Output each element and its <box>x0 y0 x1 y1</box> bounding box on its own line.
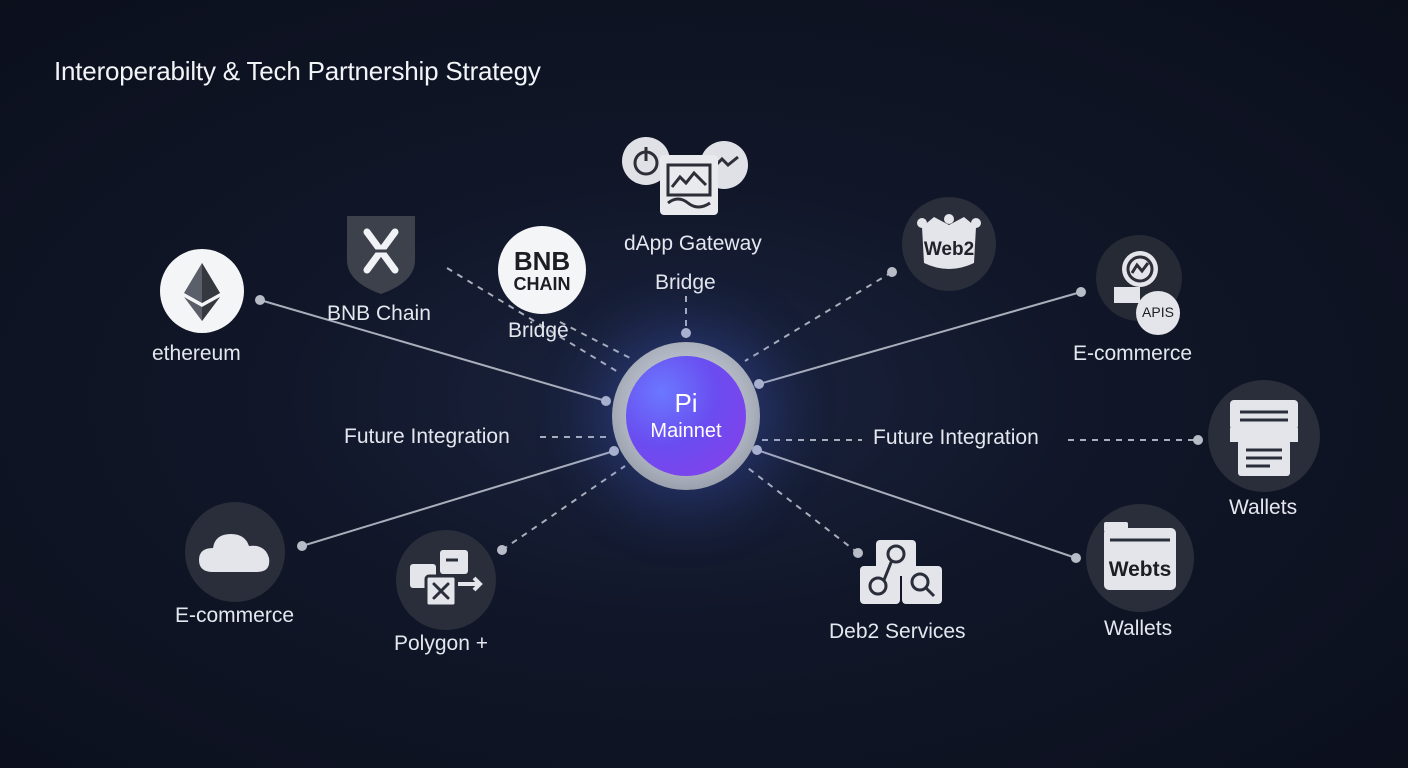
cloud-icon <box>199 534 270 572</box>
label-dapp-gateway: dApp Gateway <box>624 232 762 255</box>
link-ecommerce-right <box>758 291 1082 385</box>
node-web2[interactable]: Web2 <box>902 197 996 291</box>
webts-browser-icon <box>1104 522 1176 590</box>
node-polygon[interactable] <box>396 530 496 630</box>
label-ecommerce-left: E-commerce <box>175 604 295 627</box>
link-polygon <box>501 465 626 551</box>
node-dot-ecommerce-right <box>1076 287 1086 297</box>
link-wallets-bottom <box>756 449 1077 559</box>
link-deb2 <box>743 464 859 554</box>
label-wallets-bottom: Wallets <box>1104 617 1173 640</box>
hub-label: Mainnet <box>650 420 722 442</box>
dapp-gateway-icon[interactable] <box>620 135 750 217</box>
node-dot-ethereum-hub <box>601 396 611 406</box>
node-bnb-bridge[interactable]: BNB CHAIN <box>498 226 586 314</box>
node-dot-web2 <box>887 267 897 277</box>
web2-crown-icon <box>917 214 981 269</box>
label-bnb-chain: BNB Chain <box>327 302 431 325</box>
hub-core: Pi Mainnet <box>626 356 746 476</box>
label-polygon: Polygon + <box>394 632 488 655</box>
node-dot-deb2 <box>853 548 863 558</box>
node-dot-wallets-bottom-hub <box>752 445 762 455</box>
node-dot-ecommerce-right-hub <box>754 379 764 389</box>
label-bnb-bridge: Bridge <box>508 319 569 342</box>
arrow-box-icon <box>410 550 483 608</box>
link-web2 <box>744 271 893 362</box>
apis-badge: APIS <box>1136 291 1180 335</box>
ethereum-diamond-icon <box>184 263 220 321</box>
link-bnb-bridge <box>559 321 631 359</box>
page-title: Interoperabilty & Tech Partnership Strat… <box>54 56 541 86</box>
node-dot-polygon <box>497 545 507 555</box>
pi-mainnet-hub[interactable]: Pi Mainnet <box>612 342 760 490</box>
link-bnb-chain <box>446 267 619 373</box>
node-wallets-right[interactable] <box>1208 380 1320 492</box>
bnb-chain-logo: BNB CHAIN <box>498 248 586 294</box>
bnb-logo-line1: BNB <box>513 246 571 276</box>
link-ethereum <box>259 299 607 402</box>
label-deb2-services: Deb2 Services <box>829 620 966 643</box>
bnb-logo-line2: CHAIN <box>513 274 571 294</box>
document-stack-icon <box>1230 400 1298 476</box>
label-future-right: Future Integration <box>873 426 1039 449</box>
node-ecommerce-left[interactable] <box>185 502 285 602</box>
label-future-left: Future Integration <box>344 425 510 448</box>
webts-icon-text: Webts <box>1108 558 1172 581</box>
label-wallets-right: Wallets <box>1229 496 1298 519</box>
label-dapp-bridge: Bridge <box>655 271 716 294</box>
node-dot-future-right <box>1193 435 1203 445</box>
node-dot-dapp <box>681 328 691 338</box>
hub-symbol: Pi <box>674 388 698 418</box>
node-dot-ethereum <box>255 295 265 305</box>
apis-chart-icon <box>1114 251 1158 303</box>
link-ecommerce-left <box>301 450 615 547</box>
node-ethereum[interactable] <box>160 249 244 333</box>
node-dot-wallets-bottom <box>1071 553 1081 563</box>
apis-icon-text: APIS <box>1142 304 1174 320</box>
label-ecommerce-right: E-commerce <box>1073 342 1193 365</box>
node-dot-ecommerce-left <box>297 541 307 551</box>
web2-icon-text: Web2 <box>923 239 975 260</box>
search-link-icon[interactable] <box>856 534 946 610</box>
node-dot-ecommerce-left-hub <box>609 446 619 456</box>
crossed-shield-icon[interactable] <box>341 210 421 296</box>
node-wallets-bottom[interactable]: Webts <box>1086 504 1194 612</box>
label-ethereum: ethereum <box>152 342 241 365</box>
